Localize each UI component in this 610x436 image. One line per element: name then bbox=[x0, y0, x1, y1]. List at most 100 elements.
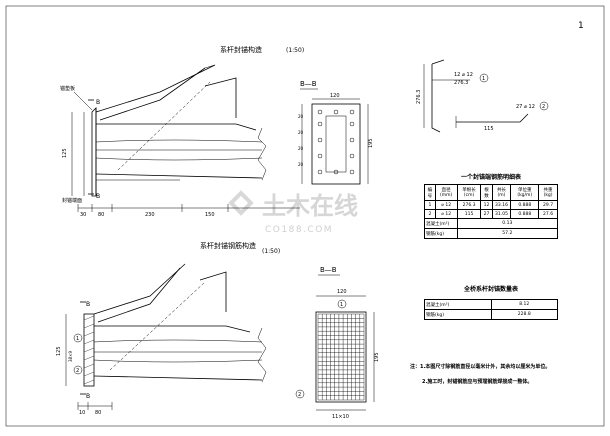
table-one-header-cell: 单位重(kg/m) bbox=[510, 184, 540, 201]
summary-value: 0.13 bbox=[456, 218, 559, 229]
rebar-callout-2: 2 bbox=[76, 368, 79, 374]
note-line-1: 注：1.本图尺寸除钢筋直径以毫米计外，其余均以厘米为单位。 bbox=[410, 364, 551, 370]
note-line-2: 2.施工时，封锚钢筋应与预埋钢筋焊接成一整体。 bbox=[422, 379, 533, 385]
section-bottom: B—B 120 1 195 11×10 2 bbox=[295, 266, 380, 420]
table-summary-row: 钢筋(kg)57.2 bbox=[424, 228, 559, 239]
table-cell: 33.16 bbox=[491, 200, 512, 210]
rebar-detail: 12 ⌀ 12 276.3 1 276.3 115 27 ⌀ 12 2 bbox=[416, 59, 549, 133]
bar1-vertical: 276.3 bbox=[416, 90, 422, 104]
table-one-block: 一个封锚端钢筋明细表 编号直径(mm)单根长(cm)根数共长(m)单位重(kg/… bbox=[424, 172, 559, 239]
rebar-callout-2b: 2 bbox=[298, 392, 301, 398]
watermark-url: CO188.COM bbox=[265, 225, 333, 235]
table-one-header-cell: 单根长(cm) bbox=[456, 184, 482, 201]
cut-marker-bottom-2: B bbox=[86, 393, 90, 400]
table-two-label: 混凝土(m³) bbox=[424, 299, 492, 310]
top-dim-3: 230 bbox=[145, 212, 155, 218]
table-cell: 31.05 bbox=[491, 209, 512, 219]
bottom-dim-1: 10 bbox=[79, 410, 85, 416]
anchor-end-note: 封锚端面 bbox=[62, 197, 82, 204]
table-row: 混凝土(m³)8.12 bbox=[424, 299, 558, 310]
section-bottom-title: B—B bbox=[320, 266, 337, 274]
section-bottom-width: 120 bbox=[337, 289, 347, 295]
bar2-length: 115 bbox=[484, 126, 494, 132]
table-two-title: 全桥系杆封锚数量表 bbox=[463, 286, 518, 293]
notes: 注：1.本图尺寸除钢筋直径以毫米计外，其余均以厘米为单位。 2.施工时，封锚钢筋… bbox=[410, 360, 600, 390]
bottom-inner-dim: 38×9 bbox=[68, 351, 73, 362]
sec-bottom-bottom: 11×10 bbox=[332, 414, 349, 420]
top-dim-4: 150 bbox=[205, 212, 215, 218]
summary-label: 混凝土(m³) bbox=[424, 218, 458, 229]
anchor-structure-title: 系杆封锚构造 bbox=[220, 45, 262, 54]
table-cell: 29.7 bbox=[538, 200, 558, 210]
table-cell: 12 bbox=[480, 200, 493, 210]
end-block-hatch bbox=[83, 315, 95, 385]
table-two-label: 钢筋(kg) bbox=[424, 309, 492, 320]
table-summary-row: 混凝土(m³)0.13 bbox=[424, 218, 559, 229]
section-top-anchors bbox=[317, 109, 355, 175]
summary-label: 钢筋(kg) bbox=[424, 228, 458, 239]
table-one-header-row: 编号直径(mm)单根长(cm)根数共长(m)单位重(kg/m)共重(kg) bbox=[424, 184, 558, 201]
summary-value: 57.2 bbox=[456, 228, 559, 239]
top-dim-2: 80 bbox=[98, 212, 104, 218]
table-two-value: 228.8 bbox=[490, 309, 558, 320]
table-cell: ⌀ 12 bbox=[434, 200, 458, 210]
table-one-header-cell: 共重(kg) bbox=[538, 184, 558, 201]
table-cell: 2 bbox=[424, 209, 436, 219]
sec-top-side-1: 20 bbox=[298, 114, 304, 119]
bar1-length: 276.3 bbox=[454, 80, 468, 86]
sec-top-side-4: 20 bbox=[298, 162, 304, 167]
page-number: 1 bbox=[578, 21, 584, 31]
table-cell: 27.6 bbox=[538, 209, 558, 219]
section-top-title: B—B bbox=[300, 80, 317, 88]
table-one-header-cell: 编号 bbox=[424, 184, 436, 201]
anchor-structure-scale: (1:50) bbox=[286, 47, 304, 54]
top-height-dim: 125 bbox=[62, 148, 68, 158]
table-cell: 0.888 bbox=[510, 209, 540, 219]
cut-marker-top-2: B bbox=[96, 193, 100, 200]
section-top: B—B 120 20 20 20 20 195 bbox=[298, 80, 374, 185]
sec-bottom-height: 195 bbox=[374, 352, 380, 362]
table-one-header-cell: 共长(m) bbox=[491, 184, 512, 201]
bar1-callout: 1 bbox=[482, 76, 485, 82]
top-dim-1: 30 bbox=[80, 212, 86, 218]
table-two-value: 8.12 bbox=[490, 299, 558, 310]
section-bottom-rebar-grid bbox=[317, 313, 365, 401]
table-one-header-cell: 直径(mm) bbox=[434, 184, 458, 201]
table-cell: 27 bbox=[480, 209, 493, 219]
anchor-plate-note: 锚垫板 bbox=[60, 85, 75, 92]
rebar-structure-scale: (1:50) bbox=[262, 248, 280, 255]
table-cell: 276.3 bbox=[456, 200, 482, 210]
rebar-callout-1: 1 bbox=[76, 336, 79, 342]
table-one-title: 一个封锚端钢筋明细表 bbox=[460, 174, 521, 181]
bar2-label: 27 ⌀ 12 bbox=[516, 104, 535, 110]
rebar-callout-1b: 1 bbox=[340, 302, 343, 308]
anchor-structure-elevation: 系杆封锚构造 (1:50) B B 锚垫板 封锚端面 125 bbox=[60, 45, 304, 218]
bar2-callout: 2 bbox=[542, 104, 545, 110]
bar1-label: 12 ⌀ 12 bbox=[454, 72, 473, 78]
sheet-border bbox=[5, 5, 605, 427]
table-row: 钢筋(kg)228.8 bbox=[424, 309, 558, 320]
rebar-structure-title: 系杆封锚钢筋构造 bbox=[200, 241, 256, 250]
table-cell: ⌀ 12 bbox=[434, 209, 458, 219]
bottom-dim-2: 80 bbox=[95, 410, 101, 416]
watermark: 土木在线 CO188.COM bbox=[228, 190, 358, 235]
table-cell: 115 bbox=[456, 209, 482, 219]
sec-top-height: 195 bbox=[368, 138, 374, 148]
rebar-structure-elevation: 系杆封锚钢筋构造 (1:50) B B 1 2 125 38× bbox=[56, 241, 280, 416]
table-one-header-cell: 根数 bbox=[480, 184, 493, 201]
table-cell: 1 bbox=[424, 200, 436, 210]
table-cell: 0.888 bbox=[510, 200, 540, 210]
sec-top-side-3: 20 bbox=[298, 146, 304, 151]
bottom-height-dim: 125 bbox=[56, 346, 62, 356]
cut-marker-top-1: B bbox=[96, 99, 100, 106]
table-one: 编号直径(mm)单根长(cm)根数共长(m)单位重(kg/m)共重(kg) 1⌀… bbox=[424, 184, 559, 239]
section-top-width: 120 bbox=[330, 93, 340, 99]
cut-marker-bottom-1: B bbox=[86, 301, 90, 308]
